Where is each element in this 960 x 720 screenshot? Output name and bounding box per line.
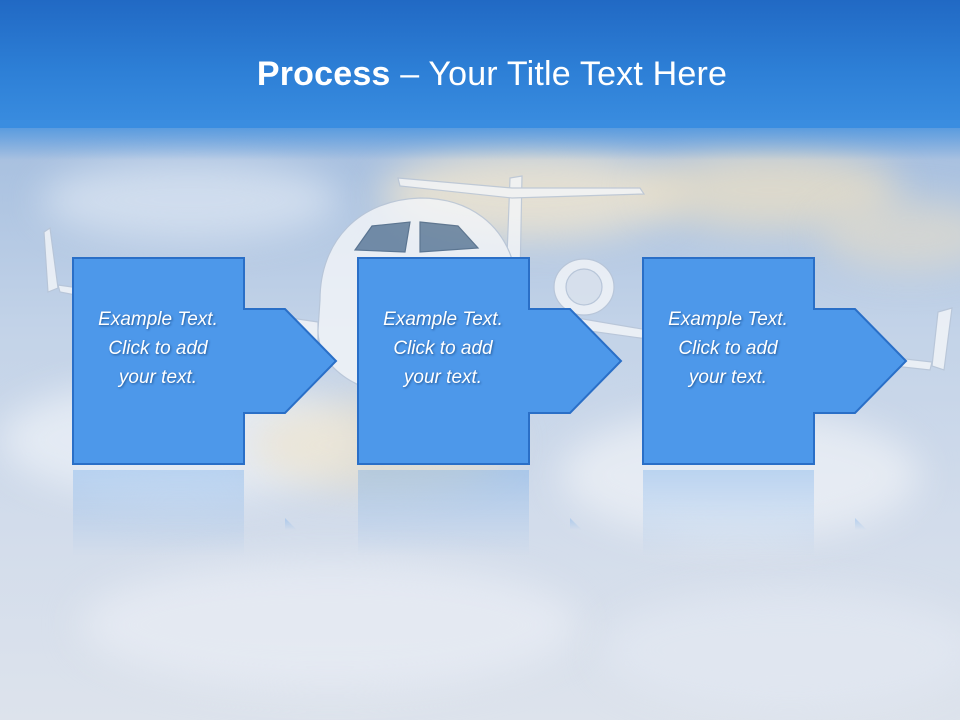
step-line-1: Example Text. [98, 309, 218, 330]
step-shape [72, 257, 338, 465]
title-bar [0, 0, 960, 128]
step-line-2: Click to add [393, 338, 493, 359]
process-step-1[interactable]: Example Text. Click to add your text. [72, 257, 342, 467]
step-line-2: Click to add [678, 338, 778, 359]
step-text: Example Text. Click to add your text. [648, 305, 808, 392]
cloud [820, 200, 960, 270]
step-3-reflection [643, 470, 867, 556]
step-text: Example Text. Click to add your text. [363, 305, 523, 392]
step-line-3: your text. [403, 367, 483, 388]
step-line-2: Click to add [108, 338, 208, 359]
step-1-reflection [73, 470, 297, 556]
step-2-reflection [358, 470, 582, 556]
step-text: Example Text. Click to add your text. [78, 305, 238, 392]
slide-title-bold: Process [256, 55, 391, 93]
cloud [40, 160, 340, 240]
title-bar-fade [0, 120, 960, 160]
cloud [80, 560, 580, 690]
step-line-3: your text. [688, 367, 768, 388]
cloud [600, 590, 960, 710]
step-line-3: your text. [118, 367, 198, 388]
slide-title-rest: – Your Title Text Here [390, 55, 728, 93]
process-step-2[interactable]: Example Text. Click to add your text. [357, 257, 627, 467]
slide-title[interactable]: Process – Your Title Text Here [0, 52, 960, 96]
step-shape [642, 257, 908, 465]
step-shape [357, 257, 623, 465]
step-line-1: Example Text. [383, 309, 503, 330]
process-step-3[interactable]: Example Text. Click to add your text. [642, 257, 912, 467]
step-line-1: Example Text. [668, 309, 788, 330]
